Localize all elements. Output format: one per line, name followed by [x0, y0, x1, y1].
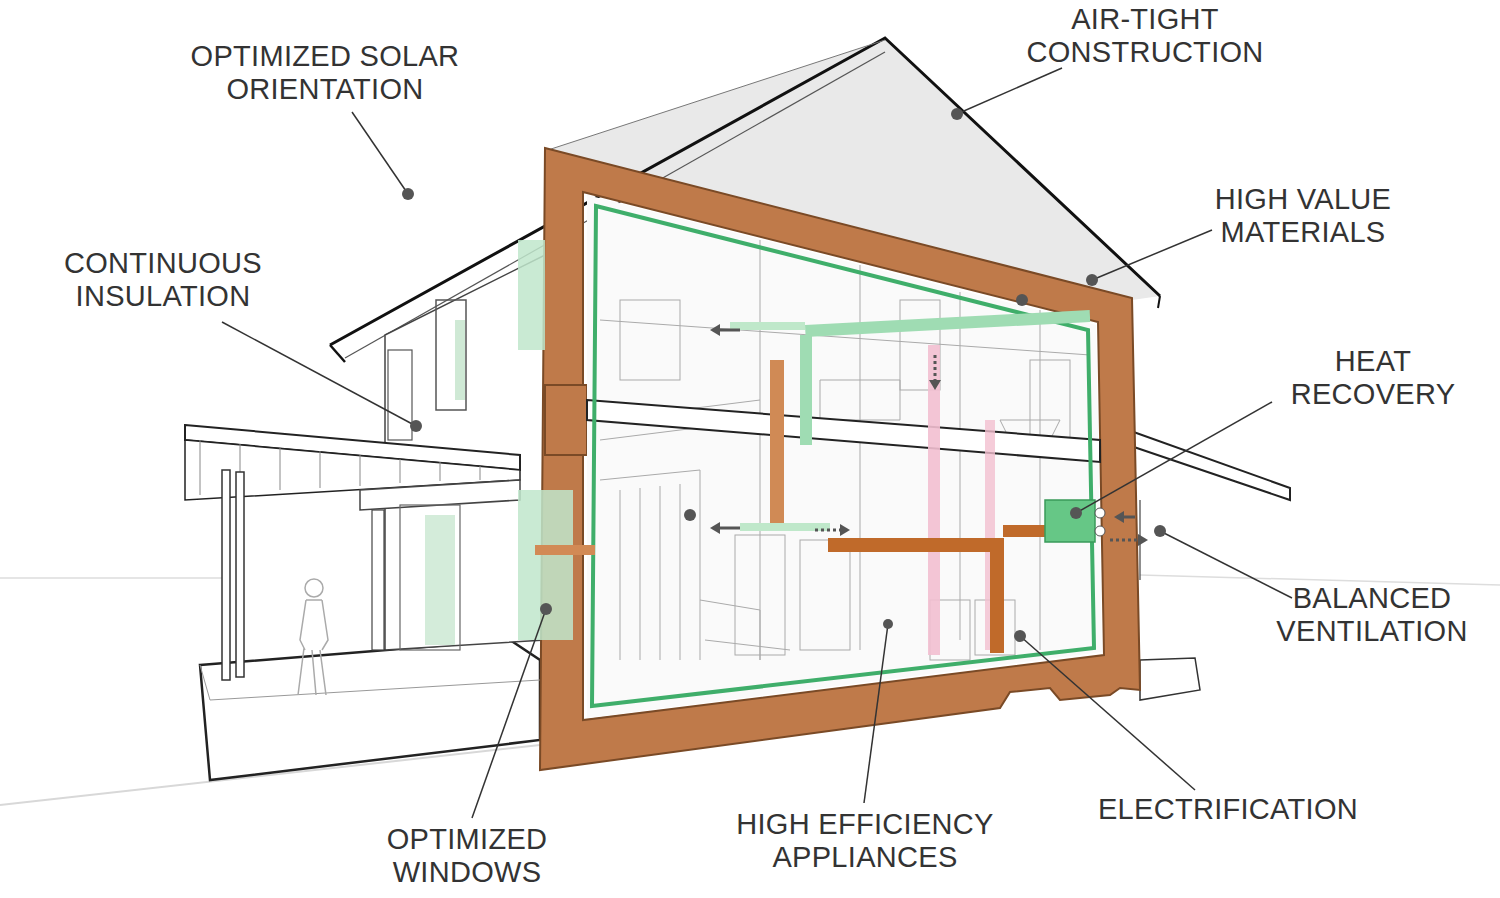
callout-label: OPTIMIZED SOLAR ORIENTATION	[170, 40, 480, 106]
callout-label: OPTIMIZED WINDOWS	[362, 823, 572, 889]
callout-label: HIGH EFFICIENCY APPLIANCES	[720, 808, 1010, 874]
leader-lines	[222, 68, 1292, 818]
callout-label: HIGH VALUE MATERIALS	[1191, 183, 1416, 249]
callout-label: BALANCED VENTILATION	[1260, 582, 1485, 648]
person-figure	[298, 579, 328, 695]
callout-label: ELECTRIFICATION	[1078, 793, 1378, 826]
duct-work	[535, 310, 1105, 655]
callout-label: AIR-TIGHT CONSTRUCTION	[995, 3, 1295, 69]
callout-label: HEAT RECOVERY	[1273, 345, 1473, 411]
callout-label: CONTINUOUS INSULATION	[43, 247, 283, 313]
